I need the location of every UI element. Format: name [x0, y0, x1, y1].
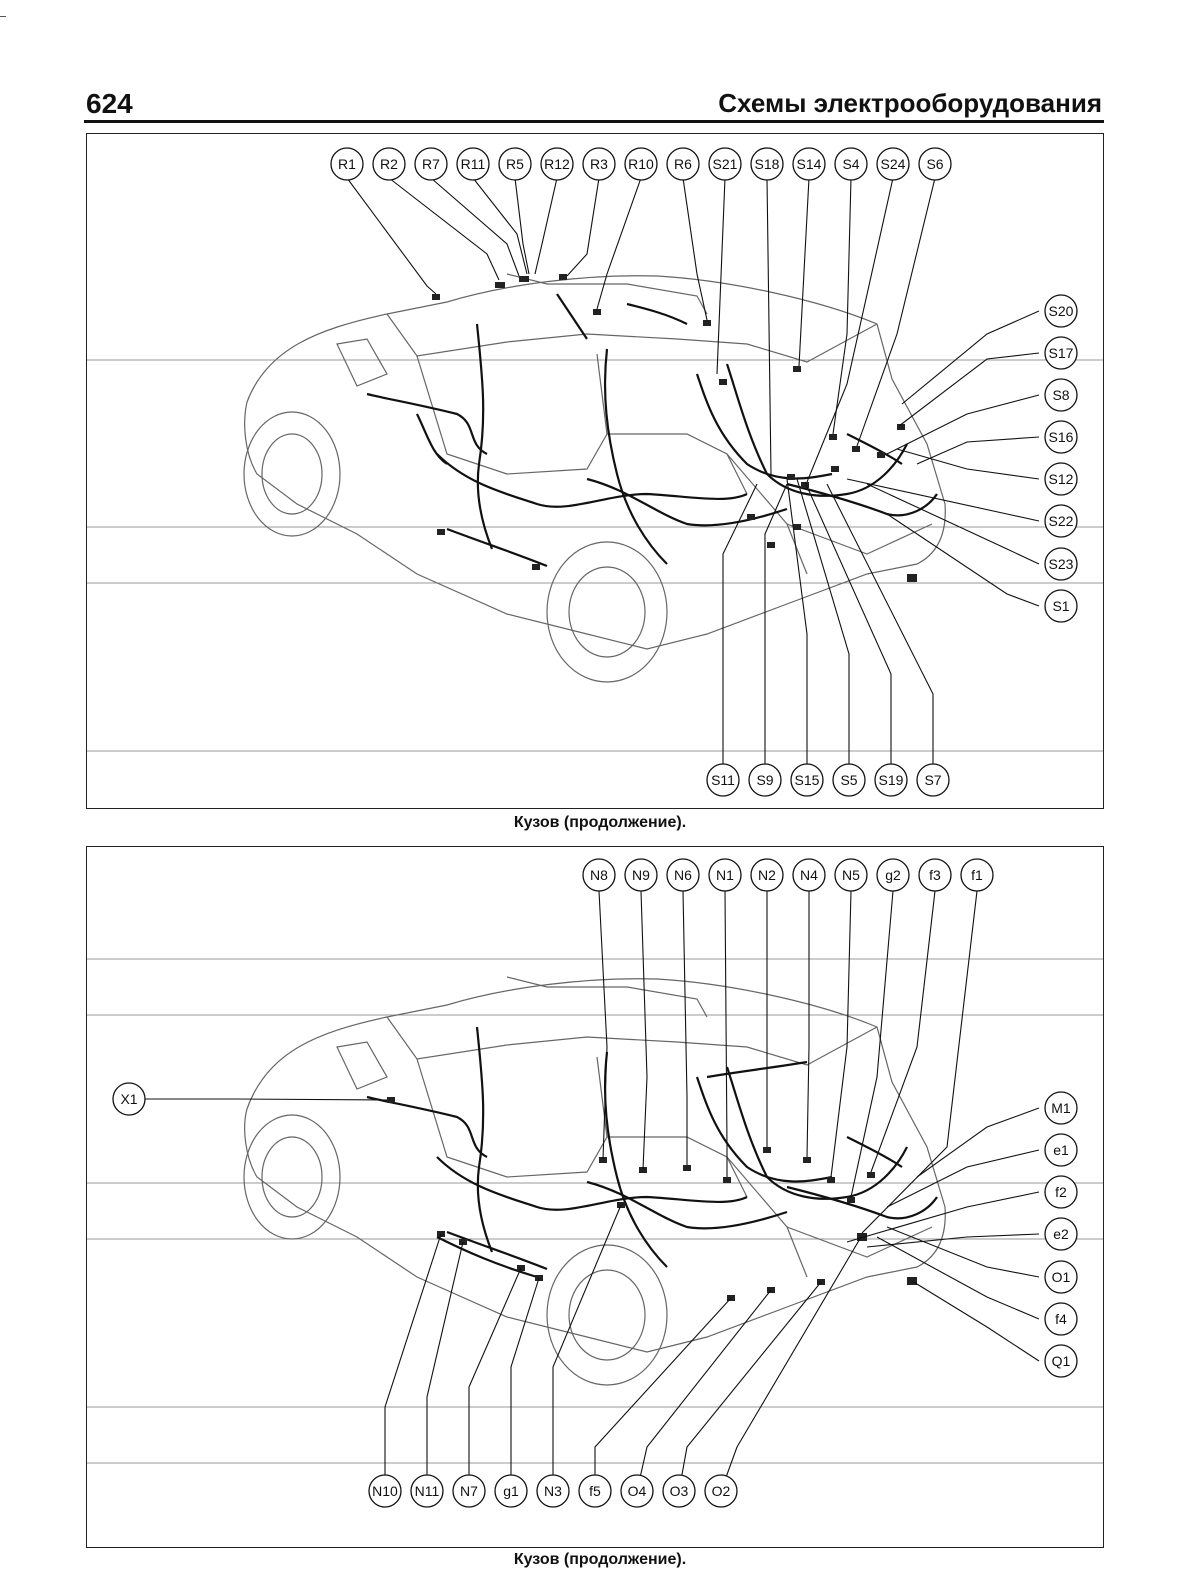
callout-label: S4	[842, 156, 859, 172]
callout-label: Q1	[1052, 1353, 1071, 1369]
callout-label: R2	[380, 156, 398, 172]
callout-label: f5	[589, 1483, 601, 1499]
callout-label: f3	[929, 867, 941, 883]
callout-circles-right	[1044, 1091, 1078, 1378]
connectors	[432, 274, 917, 582]
callout-label: O1	[1052, 1269, 1071, 1285]
callout-label: R3	[590, 156, 608, 172]
callout-label: R12	[544, 156, 570, 172]
diagram-panel-1: R1 R2 R7 R11 R5 R12 R3 R10 R6 S21 S18 S1…	[86, 133, 1104, 809]
callout-label: f4	[1055, 1311, 1067, 1327]
callout-circles-top	[582, 858, 994, 892]
callout-circles-right	[1044, 294, 1078, 623]
callout-label: N7	[460, 1483, 478, 1499]
wiring-harness	[366, 293, 938, 568]
callout-label: N5	[842, 867, 860, 883]
callout-label: R10	[628, 156, 654, 172]
callout-label: g2	[885, 867, 901, 883]
callout-label: S18	[755, 156, 780, 172]
leader-lines	[346, 177, 1040, 779]
callout-label: N8	[590, 867, 608, 883]
callout-label: S19	[879, 772, 904, 788]
callout-label: N3	[544, 1483, 562, 1499]
panel-2-caption: Кузов (продолжение).	[513, 1551, 687, 1568]
diagram-1-svg: R1 R2 R7 R11 R5 R12 R3 R10 R6 S21 S18 S1…	[87, 147, 1103, 797]
callout-label: S12	[1049, 471, 1074, 487]
callout-label: O3	[670, 1483, 689, 1499]
callout-label: e2	[1053, 1226, 1069, 1242]
callout-label: N6	[674, 867, 692, 883]
callout-label: S5	[840, 772, 857, 788]
callout-label: N4	[800, 867, 818, 883]
callout-label: S20	[1049, 303, 1074, 319]
corner-tick	[0, 16, 6, 17]
leader-lines	[145, 890, 1040, 1492]
callout-label: S16	[1049, 429, 1074, 445]
vehicle-outline	[243, 273, 946, 683]
callout-label: R6	[674, 156, 692, 172]
callout-label: S1	[1052, 598, 1069, 614]
callout-label: M1	[1051, 1100, 1071, 1116]
callout-label: S6	[926, 156, 943, 172]
diagram-panel-2: N8 N9 N6 N1 N2 N4 N5 g2 f3 f1 X1 M1 e1 f…	[86, 846, 1104, 1548]
callout-label: S11	[711, 772, 735, 788]
callout-label: R5	[506, 156, 524, 172]
callout-label: S15	[795, 772, 820, 788]
callout-label: O4	[628, 1483, 647, 1499]
callout-label: S22	[1049, 513, 1074, 529]
callout-label: S9	[756, 772, 773, 788]
callout-label: R7	[422, 156, 440, 172]
callout-label: N11	[415, 1483, 440, 1499]
callout-label: e1	[1053, 1142, 1069, 1158]
callout-circles-bottom	[368, 1474, 738, 1508]
vehicle-outline	[243, 976, 946, 1386]
callout-label: f2	[1055, 1184, 1067, 1200]
callout-circles-bottom	[706, 763, 950, 797]
wiring-harness	[366, 1026, 938, 1279]
panel-1-caption: Кузов (продолжение).	[513, 814, 687, 831]
callout-label: S21	[713, 156, 738, 172]
callout-label: N2	[758, 867, 776, 883]
diagram-2-svg: N8 N9 N6 N1 N2 N4 N5 g2 f3 f1 X1 M1 e1 f…	[87, 858, 1103, 1508]
page-number: 624	[86, 88, 133, 119]
callout-label: S24	[881, 156, 906, 172]
callout-label: S7	[924, 772, 941, 788]
callout-label: f1	[971, 867, 983, 883]
page-title: Схемы электрооборудования	[718, 88, 1102, 118]
callout-label: O2	[712, 1483, 731, 1499]
callout-label: R1	[338, 156, 356, 172]
callout-circles-left	[112, 1082, 146, 1116]
callout-label: N10	[372, 1483, 398, 1499]
callout-label: S8	[1052, 387, 1069, 403]
callout-label: R11	[461, 156, 486, 172]
callout-label: S14	[797, 156, 822, 172]
callout-label: N9	[632, 867, 650, 883]
callout-label: g1	[503, 1483, 519, 1499]
callout-label: X1	[120, 1091, 137, 1107]
callout-circles-top	[330, 147, 952, 181]
callout-label: N1	[716, 867, 734, 883]
header-rule	[84, 120, 1104, 123]
callout-label: S17	[1049, 345, 1074, 361]
callout-label: S23	[1049, 556, 1074, 572]
